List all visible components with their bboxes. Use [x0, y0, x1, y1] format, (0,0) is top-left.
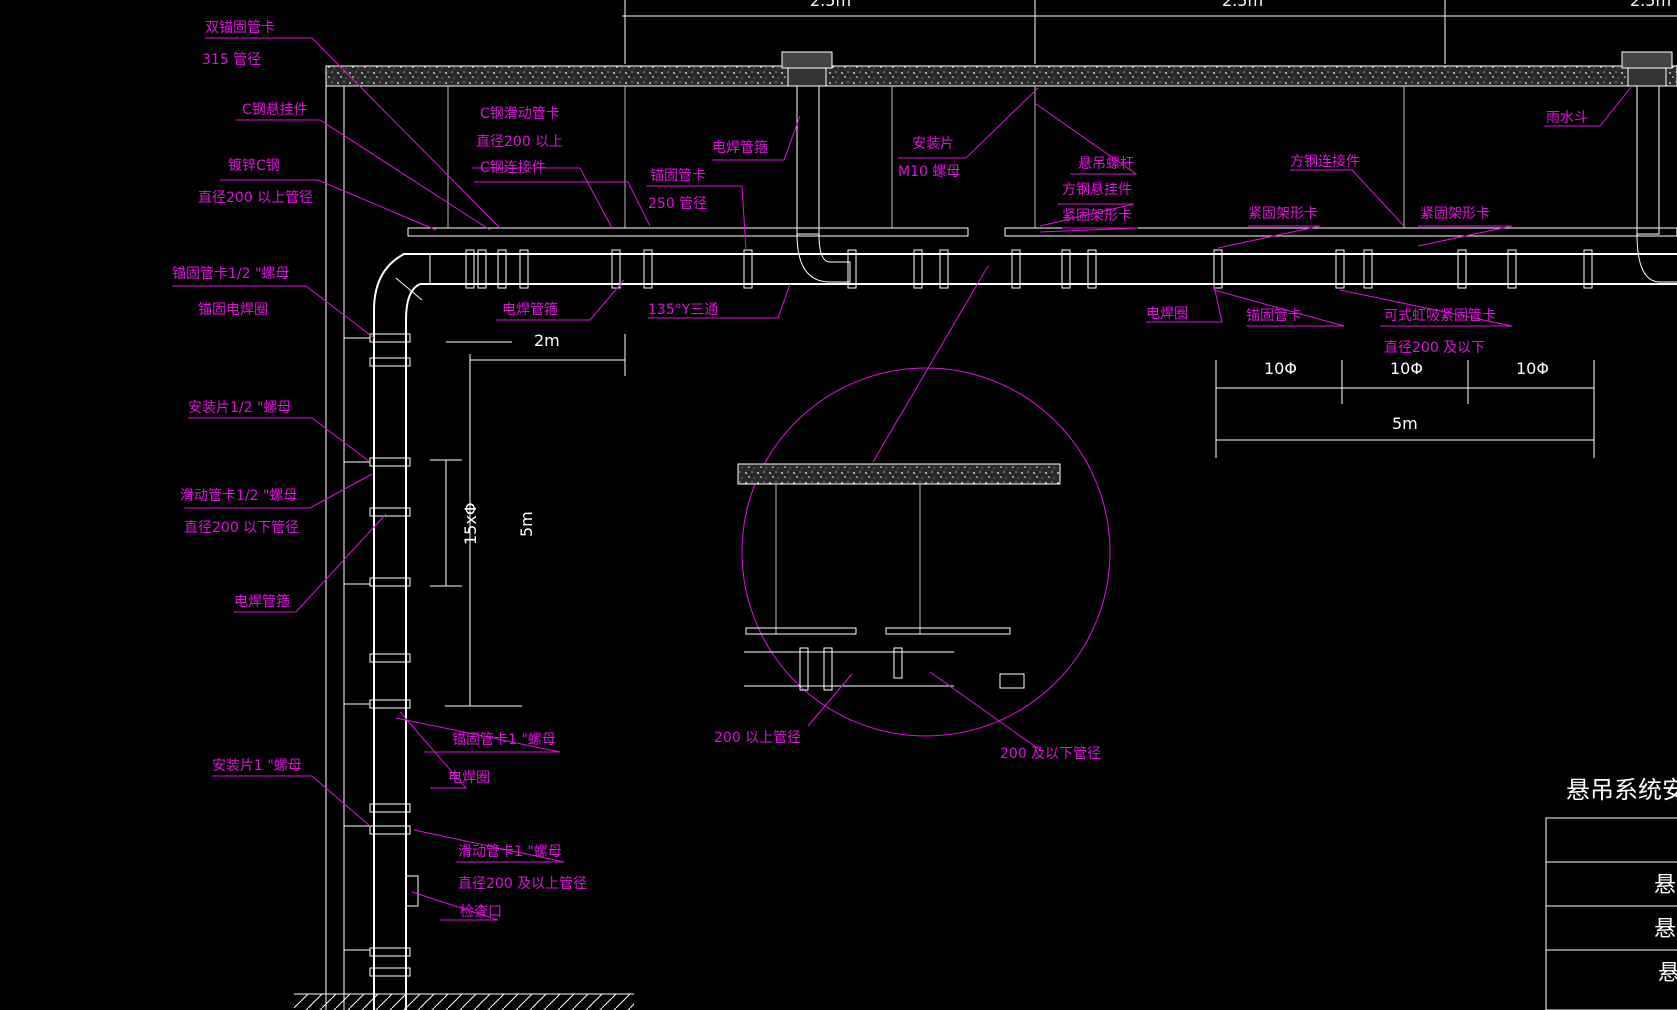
label-weld-ring-low: 电焊圈: [448, 770, 490, 786]
label-anchor-clamp: 锚固管卡: [1246, 308, 1302, 324]
label-d250: 250 管径: [648, 196, 707, 212]
dim-5m-vertical: 5m: [517, 511, 536, 537]
title-block: 悬吊系统安装说 悬吊 悬吊 悬: [1545, 776, 1677, 1010]
label-d315: 315 管径: [202, 52, 261, 68]
spacing-dimensions: 10Φ 10Φ 10Φ 5m: [1215, 359, 1595, 458]
label-welded-socket-low: 电焊管箍: [234, 593, 290, 610]
table-row-3: 悬: [1658, 961, 1677, 986]
channel-rails: [407, 227, 1677, 237]
ground-hatch: [294, 994, 634, 1010]
label-adjustable-clamp: 可式虹吸紧固管卡: [1384, 308, 1496, 324]
detail-callout: [737, 265, 1111, 751]
label-weld-ring: 电焊圈: [1146, 306, 1188, 322]
roof-slab: [325, 65, 1677, 1010]
dim-15phi: 15xΦ: [461, 503, 480, 545]
leader-lines: [172, 37, 1633, 921]
dim-top-left: 2.5m: [810, 0, 851, 10]
label-square-connector: 方钢连接件: [1290, 153, 1360, 170]
label-mount-plate: 安装片: [912, 136, 954, 152]
label-square-hanger: 方钢悬挂件: [1062, 182, 1132, 198]
label-slide-half-nut: 滑动管卡1/2 "螺母: [180, 487, 297, 504]
table-row-1: 悬吊: [1654, 873, 1677, 898]
label-slide-1-nut: 滑动管卡1 "螺母: [458, 843, 562, 860]
dim-2m: 2m: [534, 331, 560, 350]
label-c-steel-hanger: C钢悬挂件: [242, 102, 308, 118]
label-cleanout: 检查口: [460, 904, 502, 920]
top-dimension: 2.5m 2.5m 2.5m: [622, 0, 1677, 64]
label-tee-135: 135°Y三通: [648, 302, 718, 318]
label-welded-socket-top: 电焊管箍: [712, 139, 768, 156]
label-c-slide-clamp: C钢滑动管卡: [480, 105, 560, 122]
dim-5m-horizontal: 5m: [1392, 414, 1418, 433]
label-galv-c-steel: 镀锌C钢: [228, 157, 280, 174]
table-row-2: 悬吊: [1654, 917, 1677, 942]
rain-bucket-1: [781, 51, 851, 283]
drawing-title: 悬吊系统安装说: [1566, 776, 1677, 804]
label-mount-1-nut: 安装片1 "螺母: [212, 758, 302, 774]
label-welded-socket-mid: 电焊管箍: [502, 301, 558, 318]
label-below-d200-pipe: 直径200 以下管径: [184, 519, 299, 536]
label-detail-below: 200 及以下管径: [1000, 746, 1101, 762]
annotations: 双锚固管卡 315 管径 C钢悬挂件 镀锌C钢 直径200 以上管径 C钢滑动管…: [172, 20, 1588, 920]
pipe-clamps: [465, 249, 1593, 289]
label-detail-above: 200 以上管径: [714, 730, 801, 746]
dim-10phi-1: 10Φ: [1264, 359, 1297, 378]
label-clamp-tight-3: 紧固架形卡: [1420, 206, 1490, 222]
label-c-connector: C钢连接件: [480, 159, 546, 176]
label-anchor-half-nut: 锚固管卡1/2 "螺母: [172, 266, 289, 282]
rain-bucket-2: [1621, 51, 1677, 283]
label-below-d200: 直径200 及以下: [1384, 339, 1485, 356]
label-clamp-tight-2: 紧固架形卡: [1248, 206, 1318, 222]
horizontal-pipe: [420, 253, 1677, 285]
label-anchor-weld-ring: 锚固电焊圈: [198, 302, 268, 318]
dim-top-right: 2.5m: [1630, 0, 1671, 10]
label-clamp-tight: 紧固架形卡: [1062, 208, 1132, 224]
dim-10phi-2: 10Φ: [1390, 359, 1423, 378]
dim-top-mid: 2.5m: [1222, 0, 1263, 10]
label-above-d200-pipe: 直径200 及以上管径: [458, 875, 587, 892]
dim-10phi-3: 10Φ: [1516, 359, 1549, 378]
label-m10-nut: M10 螺母: [898, 164, 960, 180]
label-anchor-250: 锚固管卡: [650, 168, 706, 184]
label-mount-half-nut: 安装片1/2 "螺母: [188, 400, 291, 416]
pipe-bend: [373, 253, 423, 1010]
hanger-rods: [447, 86, 1405, 228]
label-rain-bucket: 雨水斗: [1546, 110, 1588, 126]
label-hanger-rod: 悬吊螺杆: [1078, 156, 1134, 172]
label-anchor-1-nut: 锚固管卡1 "螺母: [452, 732, 556, 748]
label-above-200: 直径200 以上: [476, 133, 563, 150]
riser-dimensions: 2m 5m 15xΦ: [430, 331, 626, 707]
label-above-d200: 直径200 以上管径: [198, 189, 313, 206]
label-double-anchor-clamp: 双锚固管卡: [205, 20, 275, 36]
